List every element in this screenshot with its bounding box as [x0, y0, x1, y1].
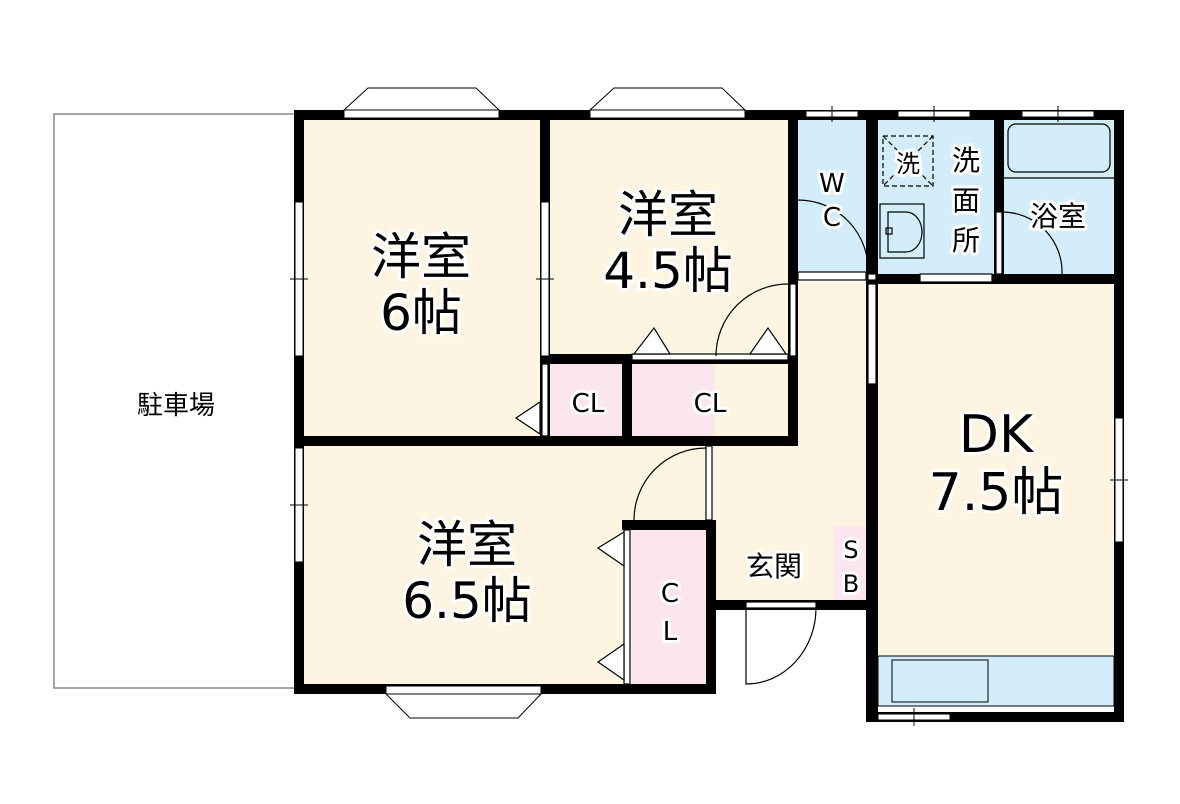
parking-label: 駐車場 — [137, 391, 215, 421]
room-size: 6帖 — [380, 284, 462, 342]
room-name: DK — [959, 405, 1035, 465]
wc-fill — [796, 118, 868, 274]
dk-fill — [876, 282, 1114, 702]
kitchen-sink — [891, 659, 989, 703]
room-size: 6.5帖 — [402, 572, 532, 630]
closet-a-fill — [550, 364, 624, 436]
room-western-6-5: 洋室 6.5帖 — [399, 513, 535, 633]
room-western-6-fill — [302, 118, 542, 436]
closet-c-fill — [632, 530, 708, 684]
windows — [290, 87, 1128, 726]
wc-label-1: W — [819, 169, 845, 199]
room-name: 洋室 — [618, 186, 718, 244]
entrance-fill — [716, 526, 834, 602]
entrance-label: 玄関 — [746, 550, 802, 583]
fixtures — [879, 123, 1114, 259]
washroom-fill — [878, 118, 994, 274]
room-wc: W C — [816, 166, 848, 236]
closet-a-label: CL — [572, 389, 605, 419]
washroom-label-2: 面 — [952, 184, 980, 217]
washer-label: 洗 — [896, 150, 920, 178]
room-western-6: 洋室 6帖 — [368, 225, 474, 345]
shoebox-fill — [834, 526, 868, 602]
room-size: 4.5帖 — [603, 242, 733, 300]
bath-fill — [1002, 118, 1114, 274]
room-name: 洋室 — [371, 228, 471, 286]
room-washroom: 洗 洗 面 所 — [893, 141, 983, 260]
wc-label-2: C — [823, 203, 841, 233]
closet-b-label: CL — [694, 389, 727, 419]
room-western-4-5: 洋室 4.5帖 — [600, 183, 736, 303]
room-dk: DK 7.5帖 — [926, 402, 1067, 526]
washroom-label-1: 洗 — [952, 144, 980, 177]
parking-area — [53, 113, 299, 689]
room-size: 7.5帖 — [929, 463, 1064, 523]
closet-c-label-2: L — [663, 617, 678, 647]
room-name: 洋室 — [417, 516, 517, 574]
shoebox-label-2: B — [843, 570, 859, 598]
closet-c-label-1: C — [661, 579, 679, 609]
shoebox-label-1: S — [843, 536, 858, 564]
doors — [514, 199, 1063, 685]
bath-label: 浴室 — [1030, 200, 1086, 233]
washroom-label-3: 所 — [952, 224, 980, 257]
